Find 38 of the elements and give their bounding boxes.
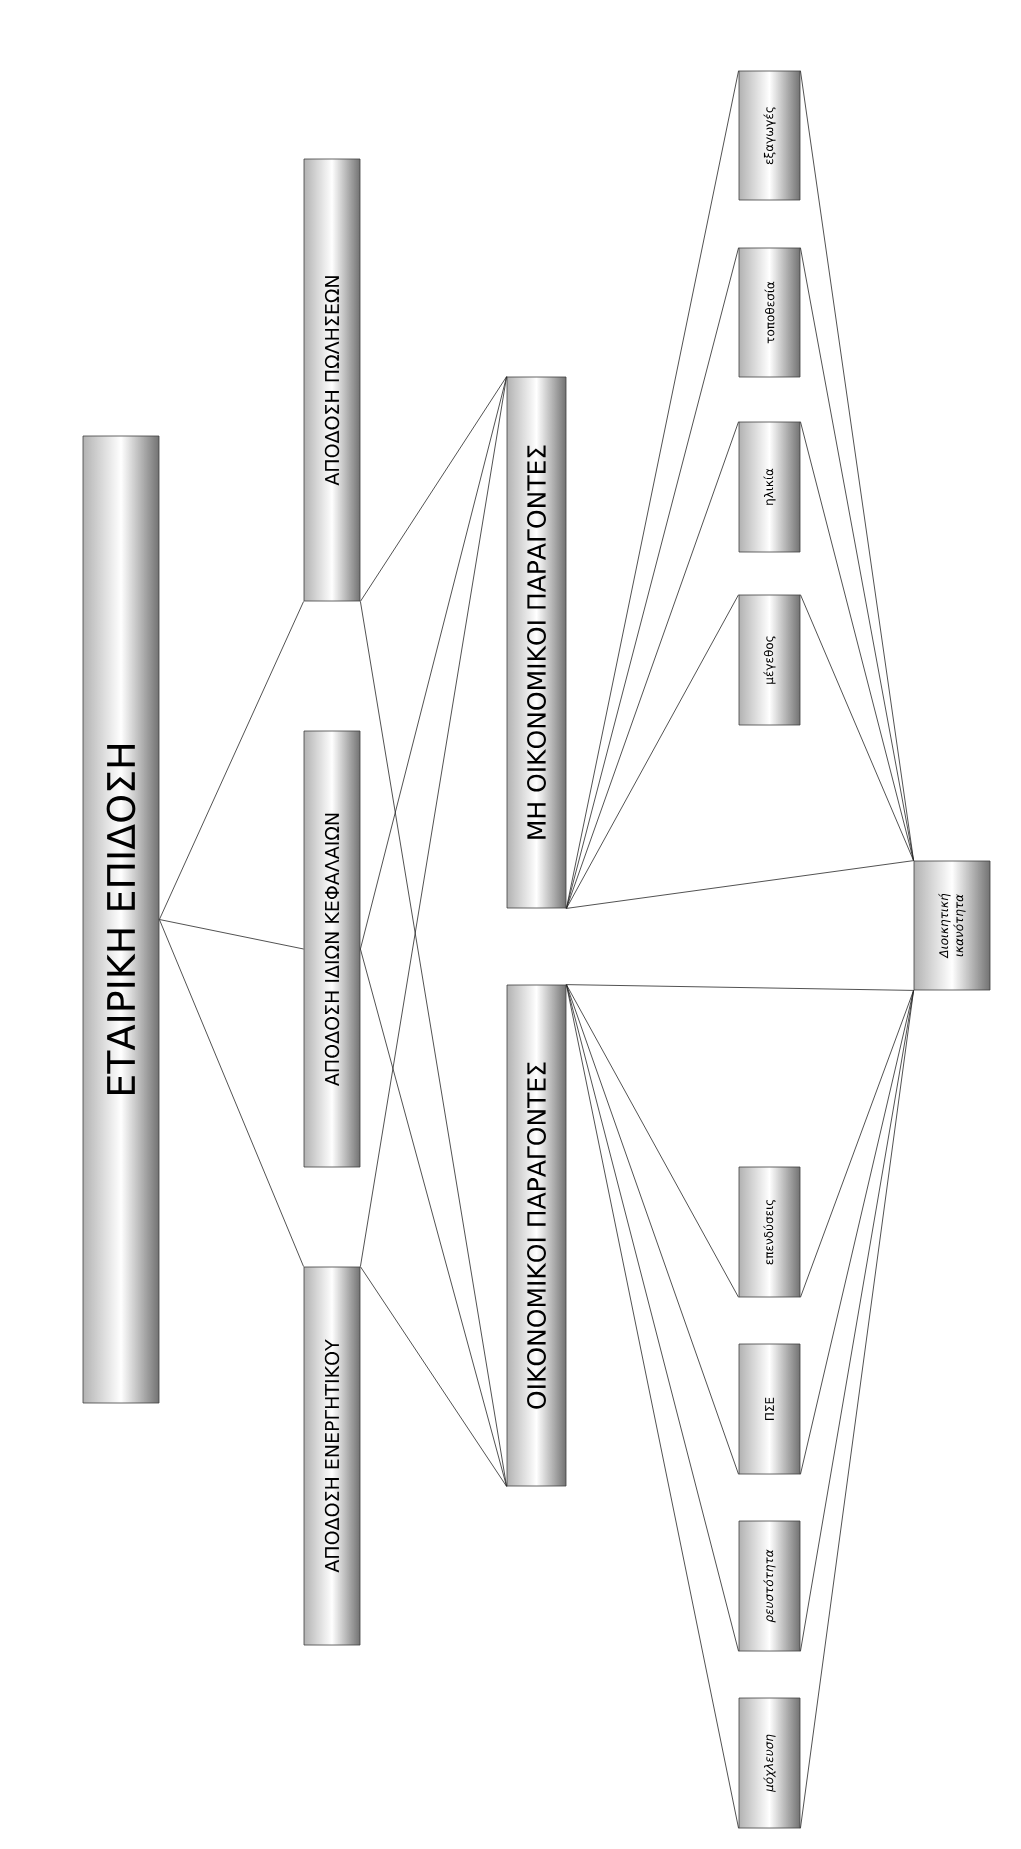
- connector-line: [360, 601, 507, 1487]
- factor-box: μέγεθος: [738, 594, 801, 726]
- category-box: ΑΠΟΔΟΣΗ ΠΩΛΗΣΕΩΝ: [303, 158, 361, 602]
- factor-box: ηλικία: [738, 421, 801, 553]
- connector-line: [360, 948, 507, 1487]
- factor-box: ρευστότητα: [738, 1520, 801, 1652]
- connector-line: [800, 990, 914, 1298]
- factor-box: εξαγωγές: [738, 70, 801, 201]
- connector-line: [566, 594, 739, 909]
- category-box: ΑΠΟΔΟΣΗ ΙΔΙΩΝ ΚΕΦΑΛΑΙΩΝ: [303, 730, 361, 1168]
- connector-line: [566, 984, 914, 991]
- factor-box: ΠΣΕ: [738, 1343, 801, 1475]
- connector-line: [159, 919, 304, 950]
- factor-box: μόχλευση: [738, 1697, 801, 1829]
- connector-line: [800, 594, 914, 861]
- connector-line: [566, 984, 739, 1652]
- connector-line: [566, 421, 739, 909]
- category-box: ΑΠΟΔΟΣΗ ΕΝΕΡΓΗΤΙΚΟΥ: [303, 1266, 361, 1646]
- factor-box: επενδύσεις: [738, 1166, 801, 1298]
- connector-line: [159, 919, 304, 1267]
- category-box: ΜΗ ΟΙΚΟΝΟΜΙΚΟΙ ΠΑΡΑΓΟΝΤΕΣ: [506, 376, 567, 909]
- connector-line: [800, 421, 914, 861]
- connector-line: [800, 990, 914, 1475]
- connector-line: [159, 601, 304, 920]
- connector-line: [360, 376, 507, 950]
- connector-line: [360, 376, 507, 602]
- category-box: ΟΙΚΟΝΟΜΙΚΟΙ ΠΑΡΑΓΟΝΤΕΣ: [506, 984, 567, 1487]
- factor-box: Διοικητική ικανότητα: [913, 860, 991, 991]
- connector-line: [800, 990, 914, 1829]
- connector-line: [360, 1266, 507, 1487]
- connector-line: [566, 860, 914, 909]
- connector-line: [566, 984, 739, 1298]
- connector-line: [566, 984, 739, 1829]
- factor-box: τοποθεσία: [738, 247, 801, 378]
- connector-line: [800, 247, 914, 861]
- connector-line: [800, 990, 914, 1652]
- connector-line: [566, 247, 739, 909]
- heading-box: ΕΤΑΙΡΙΚΗ ΕΠΙΔΟΣΗ: [82, 435, 160, 1404]
